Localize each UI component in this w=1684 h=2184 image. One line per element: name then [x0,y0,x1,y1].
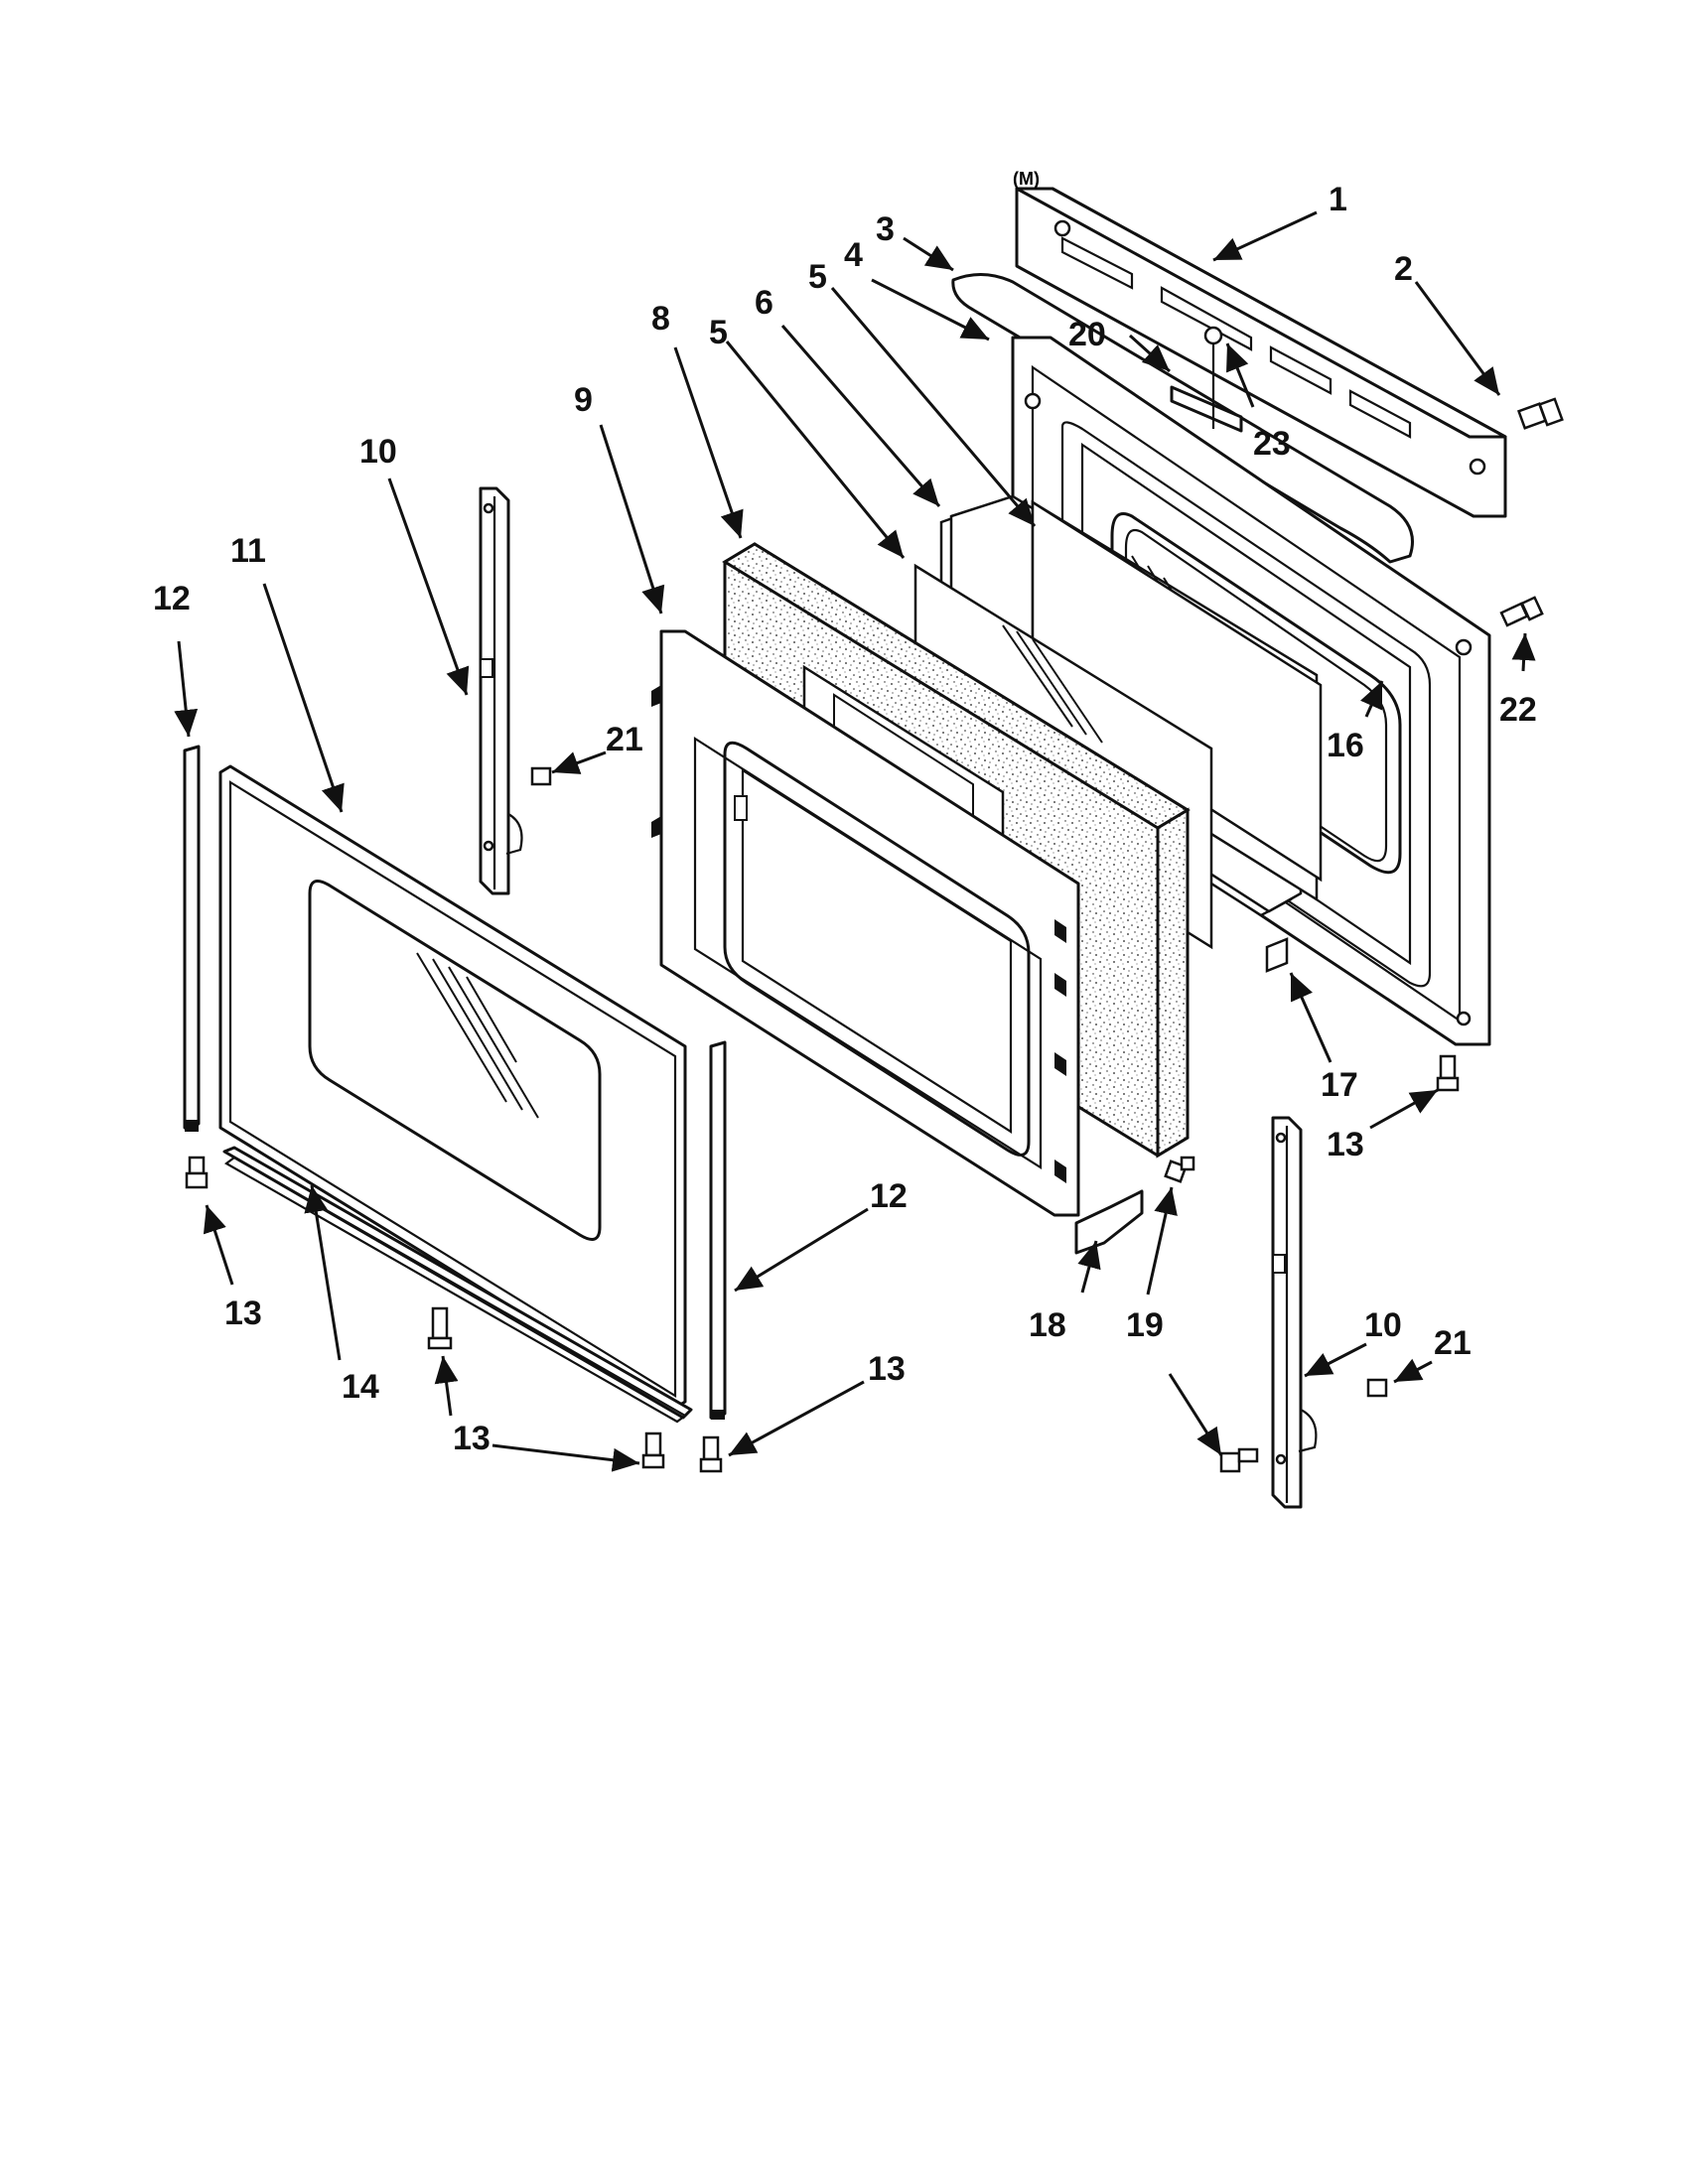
callout-13-right-trim: 13 [868,1350,906,1388]
callout-21-left: 21 [606,721,643,758]
callout-11: 11 [230,532,266,570]
callout-14: 14 [342,1368,379,1406]
callout-13-bottom: 13 [453,1420,491,1457]
callout-5-rear: 5 [808,258,827,296]
callout-17: 17 [1321,1066,1358,1104]
callout-23: 23 [1253,425,1291,463]
part-11-outer-panel [218,764,687,1410]
part-19-screw-bracket [1164,1156,1195,1183]
part-16-gasket [1110,512,1402,875]
callout-22: 22 [1499,691,1537,729]
callout-10-right: 10 [1364,1306,1402,1344]
callout-16: 16 [1327,727,1364,764]
part-12-side-trim-left [183,745,201,1132]
callout-2: 2 [1394,250,1413,288]
part-12-side-trim-right [709,1040,727,1420]
callout-labels: 1 2 3 4 5 5 6 8 9 10 10 11 12 12 13 13 1… [153,181,1537,1457]
callout-13-liner: 13 [1327,1126,1364,1163]
part-17-clip [1265,937,1289,973]
part-13-screw-bottom-right [641,1432,665,1469]
callout-18: 18 [1029,1306,1066,1344]
part-21-clip-right [1366,1378,1388,1398]
part-10-hinge-left [479,486,523,895]
part-13-screw-side-right [699,1435,723,1473]
part-13-screw-liner [1436,1054,1460,1092]
part-18-bracket [1074,1189,1144,1255]
header-mark: (M) [1013,169,1040,189]
leader-lines [174,210,1536,1472]
callout-8: 8 [651,300,670,338]
part-1-top-trim: (M) [1013,169,1507,518]
callout-12-right: 12 [870,1177,908,1215]
callout-20: 20 [1068,316,1106,353]
callout-6: 6 [755,284,773,322]
part-13-screw-bottom-center [427,1306,453,1350]
callout-12-left: 12 [153,580,191,617]
part-23-screw [1203,326,1223,429]
part-10-hinge-right [1271,1116,1318,1509]
callout-10-left: 10 [359,433,397,471]
part-2-screw [1516,397,1564,430]
part-13-screw-left-trim [185,1156,209,1189]
part-14-bottom-trim [222,1146,693,1424]
part-21-clip-left [530,766,552,786]
part-19-screw-hinge [1219,1447,1259,1473]
callout-13-left: 13 [224,1295,262,1332]
part-9-door-frame [651,629,1080,1217]
callout-21-right: 21 [1434,1324,1472,1362]
part-20-bracket [1170,385,1243,433]
callout-3: 3 [876,210,895,248]
callout-19: 19 [1126,1306,1164,1344]
part-22-screw [1499,596,1544,627]
callout-4: 4 [844,236,863,274]
callout-1: 1 [1329,181,1347,218]
callout-9: 9 [574,381,593,419]
callout-5-front: 5 [709,314,728,351]
part-5-glass-panel-rear [1031,499,1323,883]
part-3-handle [951,273,1414,564]
